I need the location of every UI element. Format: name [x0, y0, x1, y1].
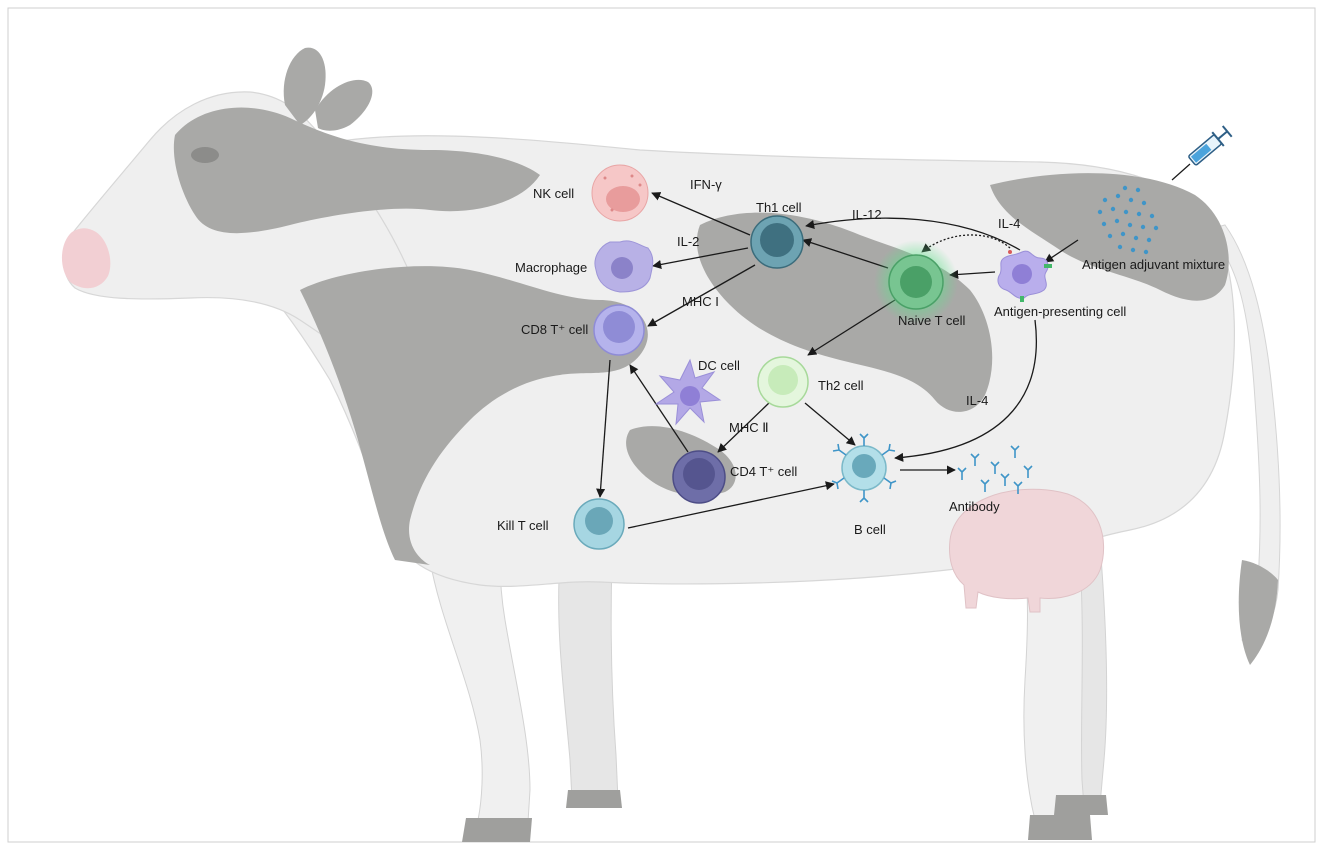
label-cd8-cell: CD8 T⁺ cell — [521, 322, 588, 337]
cd4-t-cell — [673, 451, 725, 503]
label-b-cell: B cell — [854, 522, 886, 537]
cd8-t-cell — [594, 305, 644, 355]
nk-cell — [592, 165, 648, 221]
label-kill-t-cell: Kill T cell — [497, 518, 549, 533]
label-cd4-cell: CD4 T⁺ cell — [730, 464, 797, 479]
label-macrophage: Macrophage — [515, 260, 587, 275]
th2-cell — [758, 357, 808, 407]
label-th1-cell: Th1 cell — [756, 200, 802, 215]
label-antibody: Antibody — [949, 499, 1000, 514]
label-ifn-gamma: IFN-γ — [690, 177, 722, 192]
naive-t-cell — [874, 240, 958, 324]
label-th2-cell: Th2 cell — [818, 378, 864, 393]
label-mhc-ii: MHC Ⅱ — [729, 420, 769, 435]
label-nk-cell: NK cell — [533, 186, 574, 201]
label-il4-top: IL-4 — [998, 216, 1020, 231]
macrophage-cell — [595, 241, 653, 292]
label-il4-right: IL-4 — [966, 393, 988, 408]
label-antigen-mixture: Antigen adjuvant mixture — [1082, 257, 1225, 272]
label-dc-cell: DC cell — [698, 358, 740, 373]
label-il12: IL-12 — [852, 207, 882, 222]
cow-hoof — [1054, 795, 1108, 815]
th1-cell — [751, 216, 803, 268]
cow-hoof — [1028, 815, 1092, 840]
kill-t-cell — [574, 499, 624, 549]
label-il2: IL-2 — [677, 234, 699, 249]
cow-hoof — [462, 818, 532, 842]
cow-hoof — [566, 790, 622, 808]
cow-eye — [191, 147, 219, 163]
label-naive-t-cell: Naive T cell — [898, 313, 966, 328]
label-apc: Antigen-presenting cell — [994, 304, 1126, 319]
label-mhc-i: MHC I — [682, 294, 719, 309]
